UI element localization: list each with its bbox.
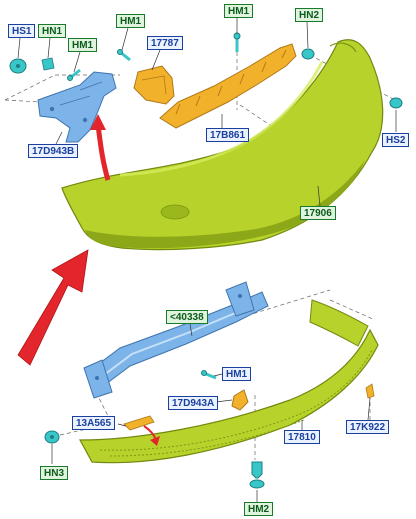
callout-hs1[interactable]: HS1 [8, 24, 36, 38]
rear-bumper-cover [61, 39, 384, 251]
part-13a565 [123, 415, 160, 446]
callout-hm1-top[interactable]: HM1 [224, 4, 254, 18]
callout-hm2[interactable]: HM2 [244, 502, 274, 516]
callout-17787[interactable]: 17787 [147, 36, 183, 50]
callout-40338[interactable]: <40338 [166, 310, 208, 324]
clip-hn1 [41, 57, 55, 71]
clip-hm2 [249, 461, 265, 489]
part-17k922 [365, 383, 375, 399]
left-bracket-upper [37, 71, 117, 143]
callout-hm1-lower[interactable]: HM1 [222, 367, 252, 381]
callout-17d943b[interactable]: 17D943B [28, 144, 79, 158]
callout-17d943a[interactable]: 17D943A [168, 396, 219, 410]
large-red-arrow [17, 249, 89, 366]
callout-17810[interactable]: 17810 [284, 430, 320, 444]
screw-hm1-lower [201, 370, 217, 380]
screw-hm1-center [117, 49, 131, 62]
callout-17b861[interactable]: 17B861 [206, 128, 250, 142]
callout-17k922[interactable]: 17K922 [346, 420, 390, 434]
bracket-17787 [133, 65, 175, 105]
clip-hs2 [389, 97, 403, 109]
callout-hn3[interactable]: HN3 [40, 466, 69, 480]
callout-hs2[interactable]: HS2 [382, 133, 410, 147]
callout-13a565[interactable]: 13A565 [72, 416, 116, 430]
callout-hm1-center[interactable]: HM1 [116, 14, 146, 28]
curved-red-arrow [90, 114, 111, 181]
callout-hm1-left[interactable]: HM1 [68, 38, 98, 52]
callout-hn2[interactable]: HN2 [295, 8, 324, 22]
clip-hs1 [9, 58, 27, 74]
screw-hm1-top [233, 32, 241, 52]
clip-hn3 [44, 430, 60, 444]
clip-hn2 [301, 48, 315, 60]
callout-hn1[interactable]: HN1 [38, 24, 67, 38]
reinforcement-beam [83, 281, 269, 399]
bracket-17d943a [231, 389, 249, 411]
bracket-strip-17b861 [159, 43, 297, 129]
lower-diffuser [78, 299, 379, 464]
callout-17906[interactable]: 17906 [300, 206, 336, 220]
screw-hm1-left [67, 68, 81, 81]
